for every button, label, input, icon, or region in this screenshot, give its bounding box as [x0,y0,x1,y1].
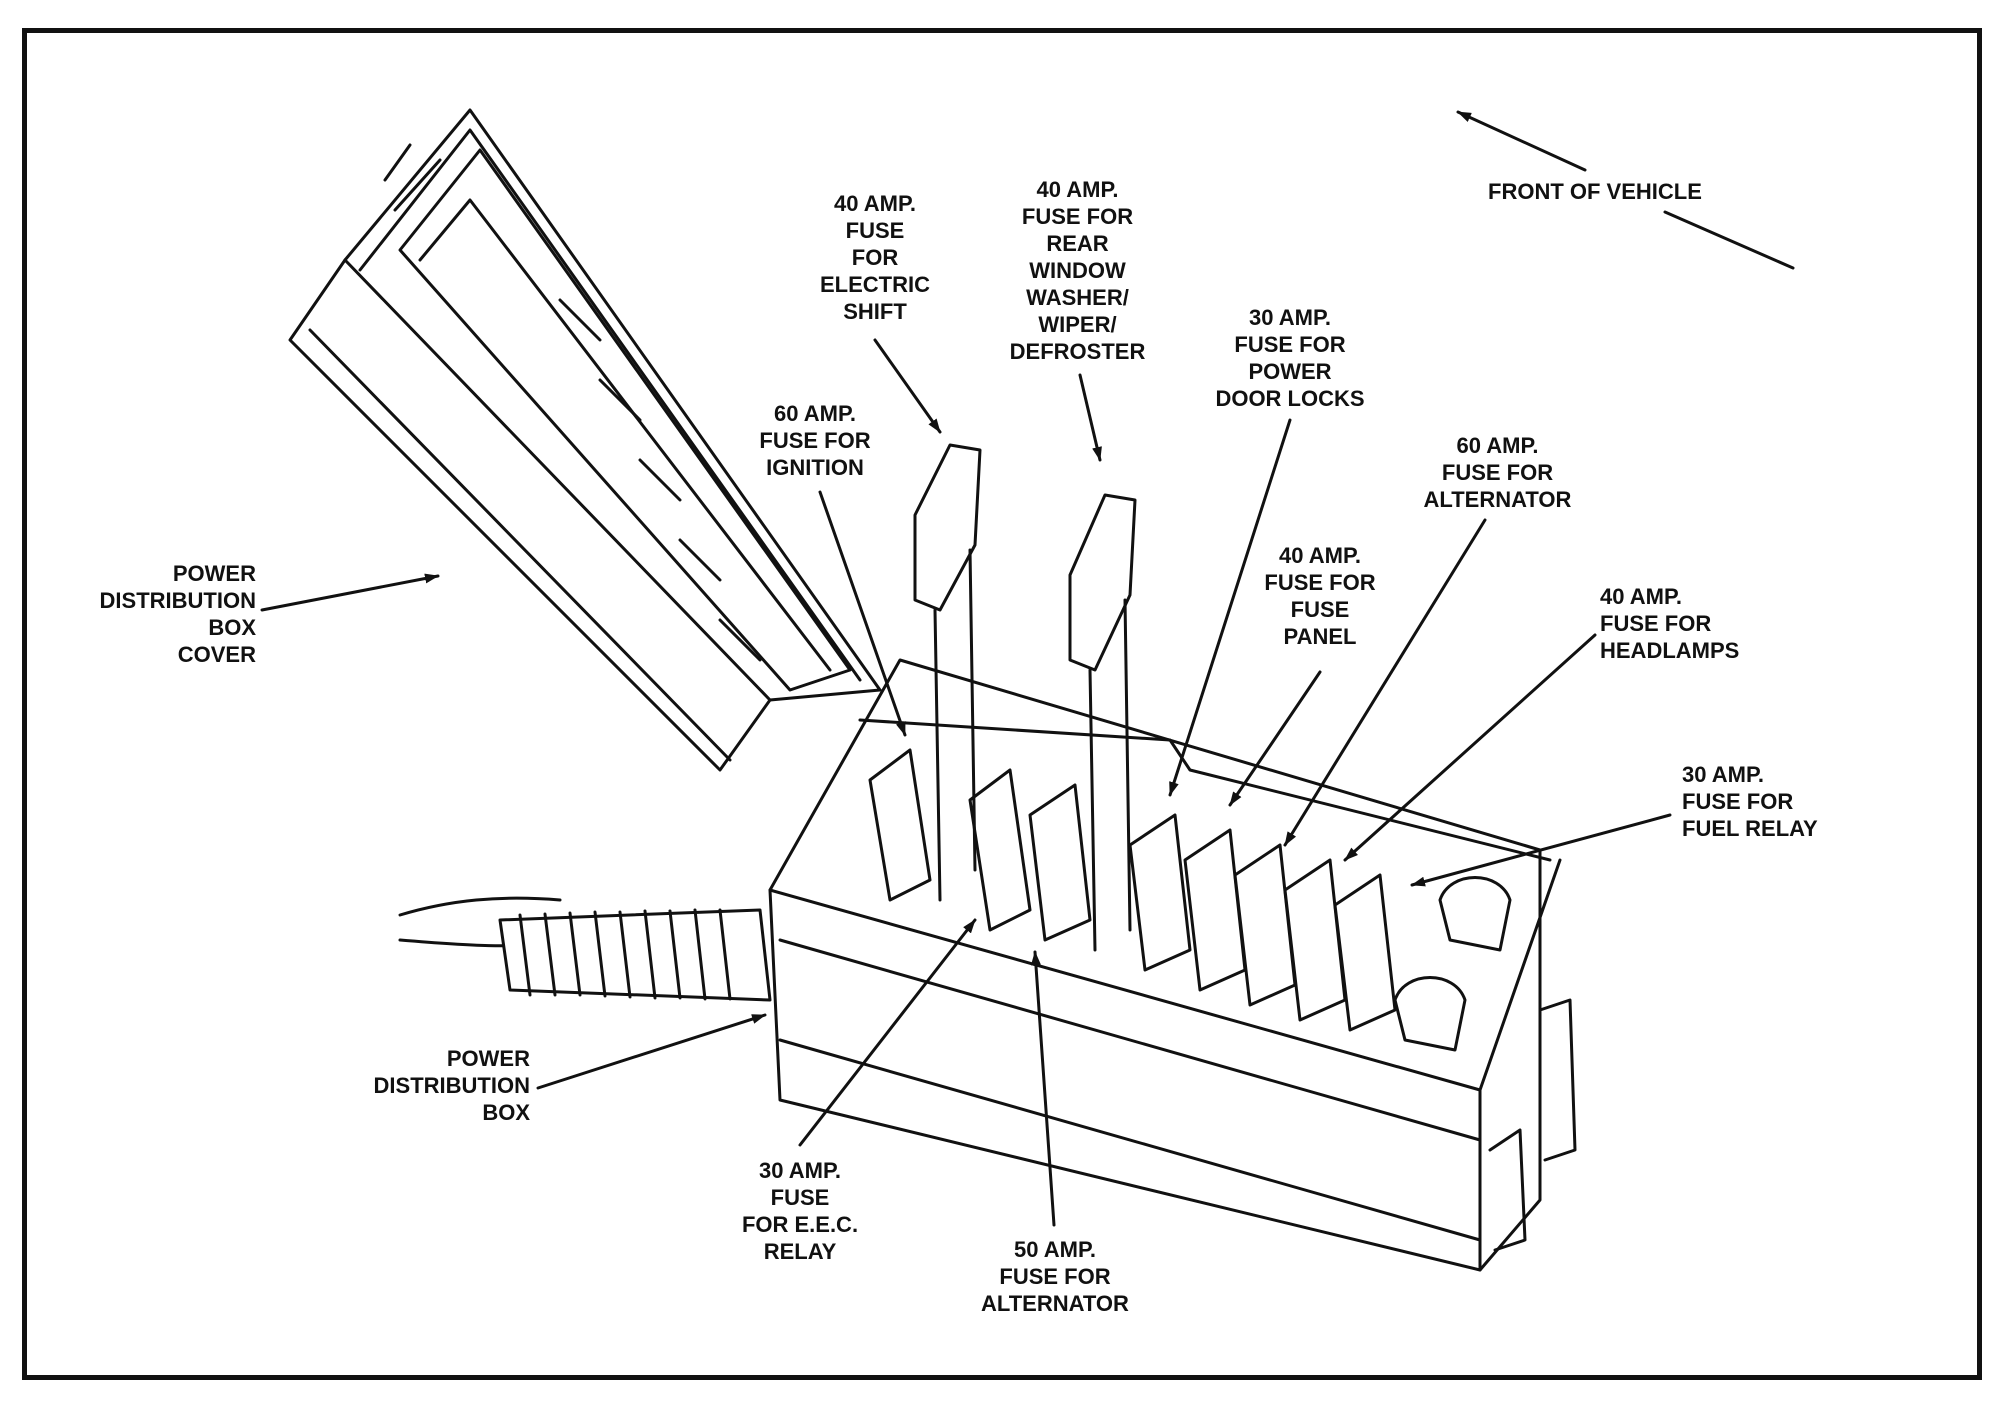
label-line: 40 AMP. [1279,543,1361,568]
leader-ignition [818,490,907,737]
label-line: DOOR LOCKS [1215,386,1365,411]
leader-rear-window [1078,373,1102,462]
label-line: FUSE FOR [1264,570,1376,595]
label-line: WASHER/ [1026,285,1129,310]
label-front-of-vehicle: FRONT OF VEHICLE [1488,178,1702,205]
label-line: BOX [208,615,256,640]
leader-alternator-50 [1030,950,1056,1227]
label-line: FUSE FOR [759,428,871,453]
label-line: ALTERNATOR [981,1291,1129,1316]
diagram-frame [22,28,1982,1380]
leader-box-cover [260,573,440,612]
label-line: FUEL RELAY [1682,816,1818,841]
label-line: 30 AMP. [1249,305,1331,330]
label-line: 50 AMP. [1014,1237,1096,1262]
label-line: ELECTRIC [820,272,930,297]
label-line: POWER [172,561,256,586]
label-line: 60 AMP. [1456,433,1539,458]
power-distribution-box [768,658,1577,1272]
front-of-vehicle-arrow [1456,110,1587,172]
label-line: POWER [1248,359,1332,384]
label-line: FUSE FOR [1234,332,1346,357]
label-line: DEFROSTER [1009,339,1146,364]
box-cover [288,108,882,772]
label-line: FUSE [1290,597,1350,622]
leader-headlamps [1343,633,1597,862]
label-line: FUSE FOR [1441,460,1554,485]
label-line: SHIFT [843,299,907,324]
label-line: FOR E.E.C. [741,1212,859,1237]
leader-electric-shift [873,338,942,434]
label-line: FOR [851,245,899,270]
leader-door-locks [1168,418,1292,797]
label-line: 40 AMP. [1600,584,1682,609]
label-line: COVER [177,642,256,667]
leader-box [536,1013,767,1090]
label-line: FUSE [845,218,905,243]
label-line: HEADLAMPS [1600,638,1740,663]
label-line: 40 AMP. [834,191,916,216]
label-line: FUSE [770,1185,830,1210]
leader-fuel-relay [1410,813,1672,887]
removed-fuse-electric-shift [913,443,982,902]
leader-fuse-panel [1228,670,1322,807]
wire-harness [398,896,772,1002]
leader-alternator-60 [1283,518,1487,847]
front-of-vehicle-tail [1663,210,1795,270]
label-line: FUSE FOR [1682,789,1794,814]
label-line: DISTRIBUTION [99,588,256,613]
leader-eec-relay [798,918,977,1147]
removed-fuse-rear-window [1068,493,1137,952]
label-line: 30 AMP. [759,1158,841,1183]
label-line: BOX [482,1100,530,1125]
label-line: POWER [446,1046,530,1071]
label-line: WIPER/ [1038,312,1117,337]
label-line: ALTERNATOR [1423,487,1572,512]
label-line: FUSE FOR [1021,204,1134,229]
label-line: FUSE FOR [1600,611,1712,636]
label-line: REAR [1046,231,1109,256]
label-line: FUSE FOR [999,1264,1111,1289]
label-line: FRONT OF VEHICLE [1488,179,1702,204]
label-line: 40 AMP. [1036,177,1119,202]
label-line: PANEL [1283,624,1357,649]
label-line: WINDOW [1029,258,1126,283]
label-line: IGNITION [766,455,864,480]
label-line: DISTRIBUTION [373,1073,530,1098]
label-line: 60 AMP. [774,401,856,426]
label-line: RELAY [763,1239,837,1264]
label-line: 30 AMP. [1682,762,1764,787]
